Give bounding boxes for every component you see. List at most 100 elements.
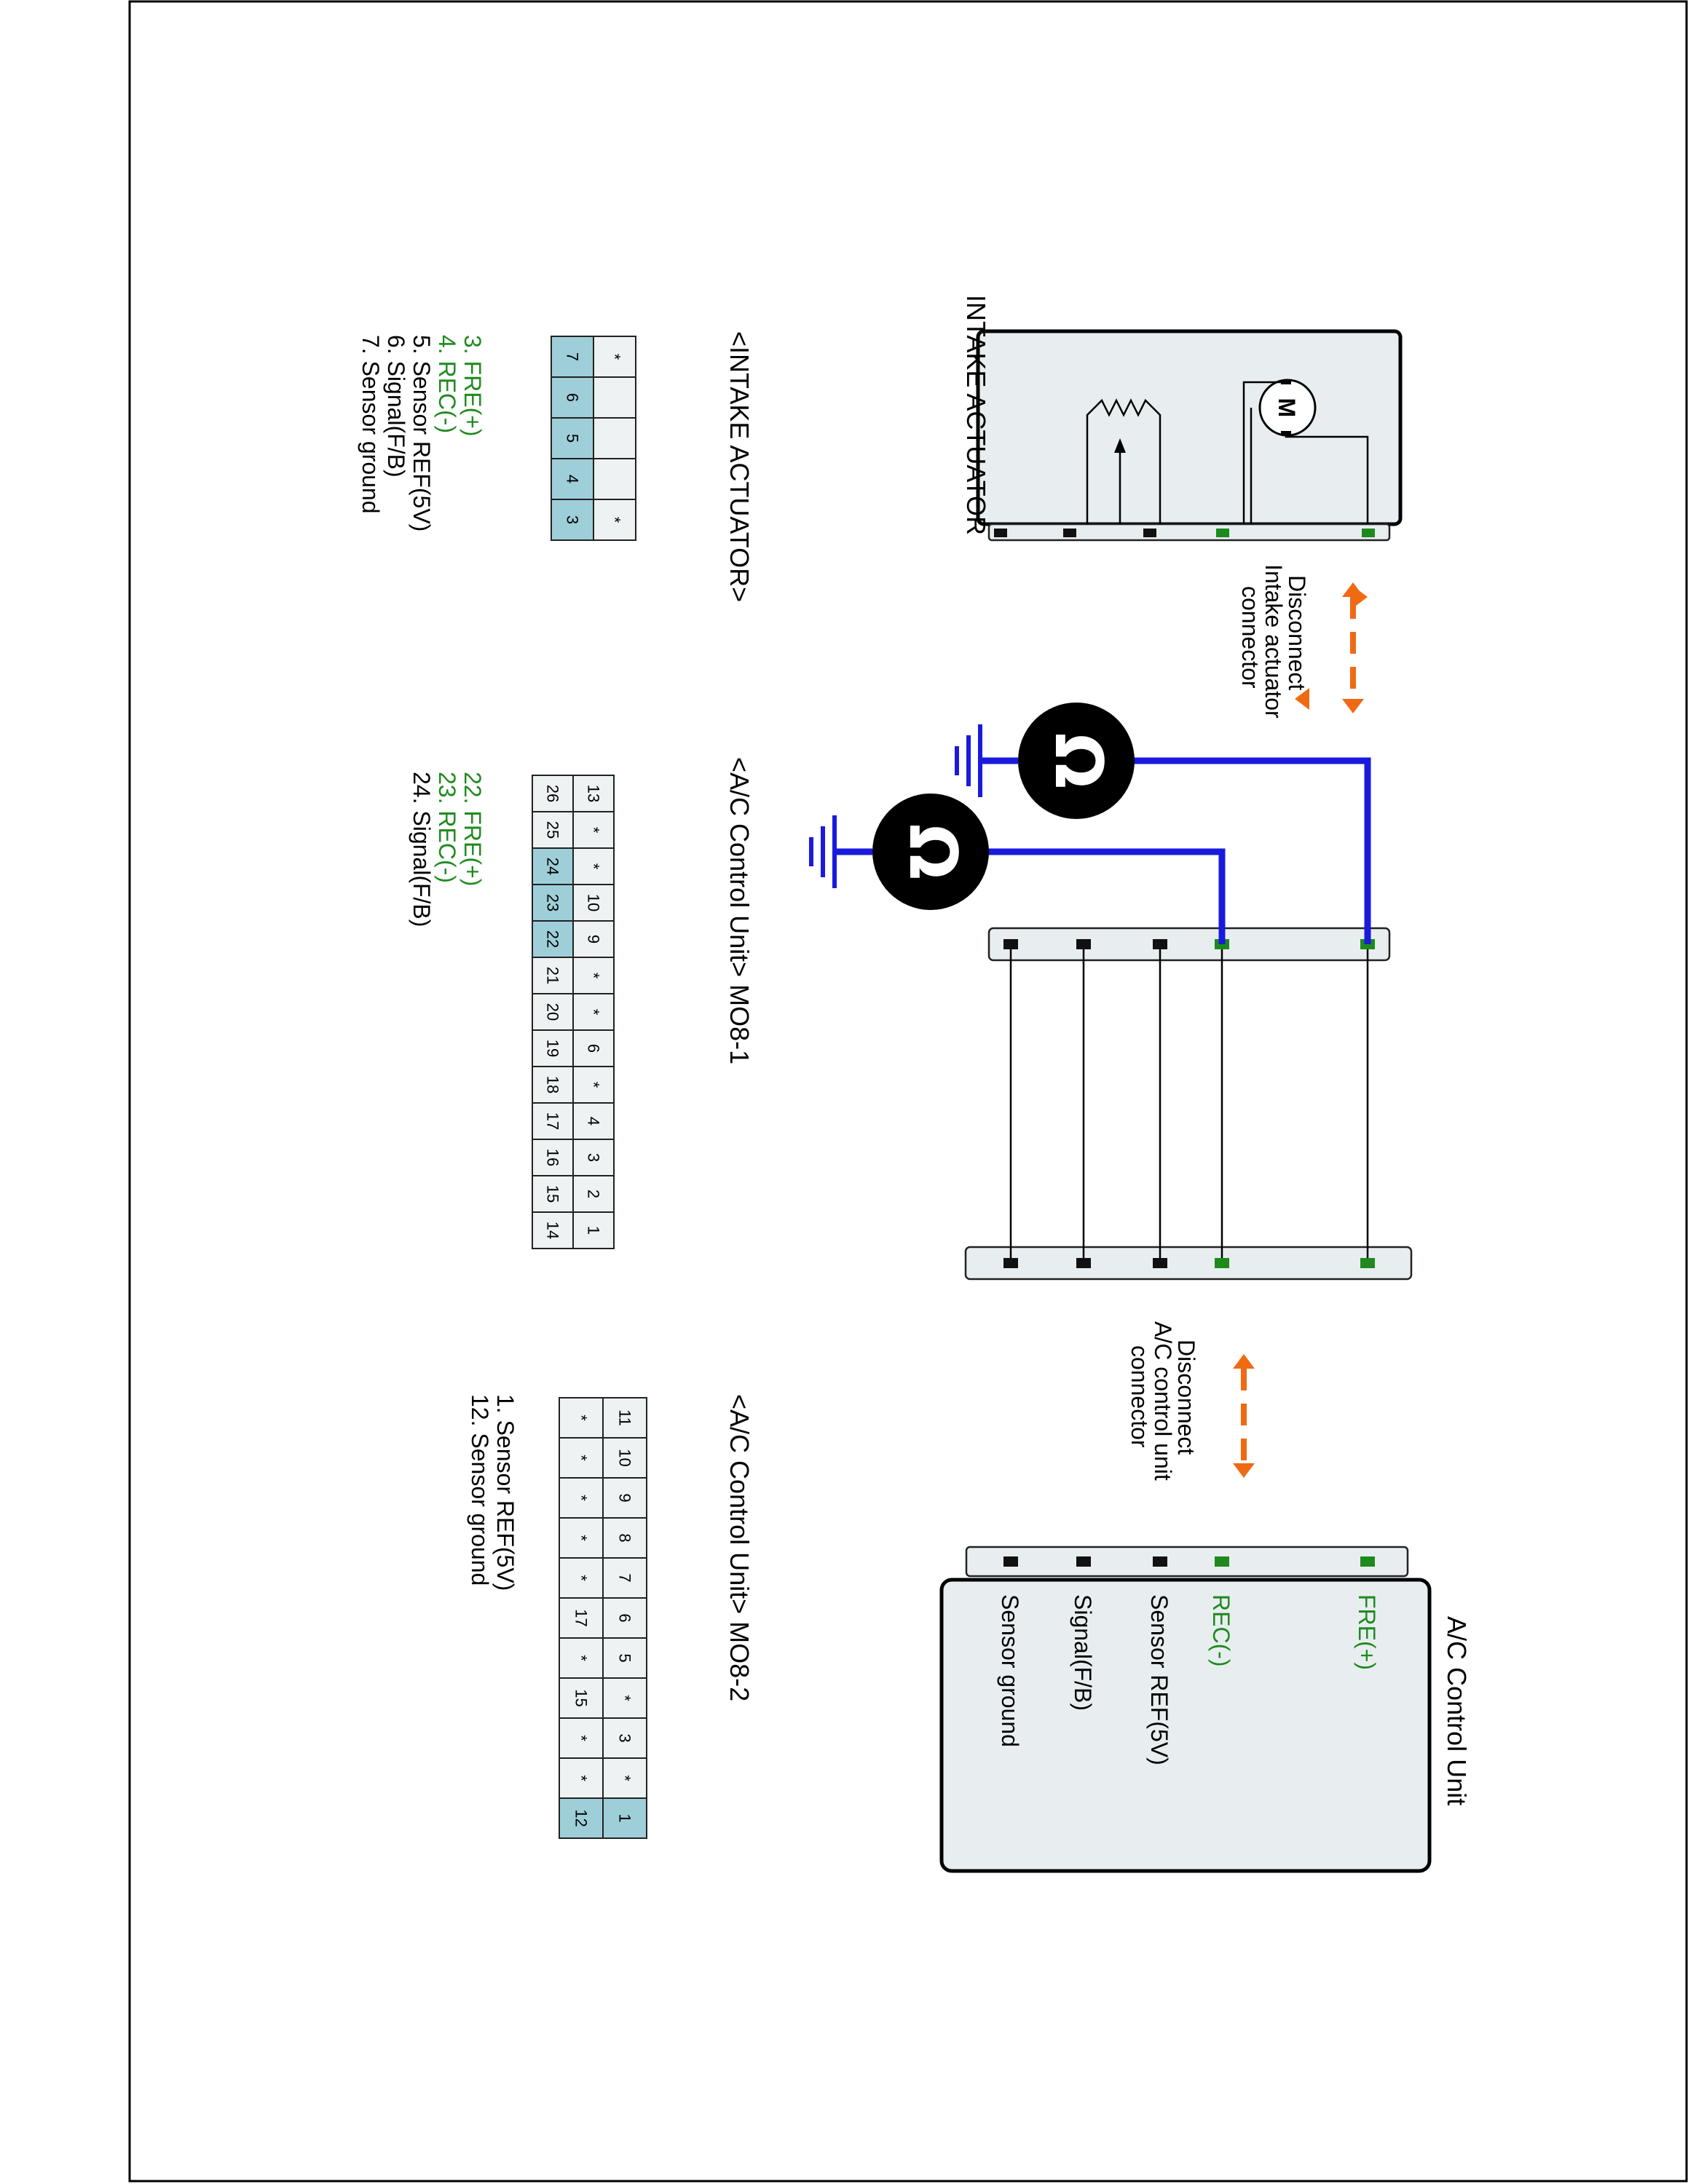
ohm-symbol-1: Ω <box>1040 733 1116 789</box>
ac-control-unit-box: A/C Control Unit <box>939 1546 1472 1873</box>
mo81-cell-label: 3 <box>585 1153 603 1162</box>
disconnect-ac-line3: connector <box>1127 1345 1153 1448</box>
mo81-cell-label: 13 <box>585 785 603 802</box>
ac-unit-pin-labels: FRE(+) REC(-) Sensor REF(5V) Signal(F/B)… <box>997 1594 1380 1765</box>
intake-legend-6: 6. Signal(F/B) <box>383 335 409 478</box>
intake-legend-7: 7. Sensor ground <box>358 335 384 514</box>
ac-control-unit-title: A/C Control Unit <box>1442 1616 1472 1805</box>
mo81-cell-label: 18 <box>544 1076 562 1093</box>
intake-actuator-title: INTAKE ACTUATOR <box>961 295 991 535</box>
mo82-cell-label: * <box>572 1535 591 1541</box>
mo8-1-title: <A/C Control Unit> MO8-1 <box>725 757 754 1064</box>
mo82-cell-label: 9 <box>616 1493 634 1502</box>
mo81-cell-label: 15 <box>544 1185 562 1203</box>
disconnect-ac-line1: Disconnect <box>1173 1340 1199 1455</box>
mo8-1-connector-face: <A/C Control Unit> MO8-1 13**109**6*4321… <box>409 757 754 1249</box>
intake-cell-label: 3 <box>564 515 582 524</box>
mo81-cell-label: 24 <box>544 858 562 875</box>
mo81-cell-label: * <box>585 1082 603 1088</box>
intake-cell <box>593 376 636 419</box>
ac-pin-label-ground: Sensor ground <box>997 1594 1023 1747</box>
mo8-2-legend-1: 1. Sensor REF(5V) <box>492 1394 518 1591</box>
mo82-cell-label: 3 <box>616 1733 634 1742</box>
mo82-cell-label: * <box>572 1775 591 1781</box>
wire-harness <box>964 927 1413 1281</box>
mo82-cell-label: * <box>572 1655 591 1661</box>
mo8-1-legend-22: 22. FRE(+) <box>460 772 486 886</box>
ohmmeter-1: Ω <box>955 703 1371 944</box>
mo82-cell <box>559 1797 604 1839</box>
ohmmeter-2: Ω <box>809 794 1226 944</box>
mo82-cell-label: 15 <box>572 1689 591 1706</box>
mo82-cell-label: 10 <box>616 1449 634 1466</box>
potentiometer-icon <box>1086 398 1162 524</box>
disconnect-ac-arrow <box>1233 1354 1255 1478</box>
intake-actuator-box: M INTAKE ACTUATOR <box>961 295 1403 542</box>
mo82-cell-label: 7 <box>616 1573 634 1582</box>
mo81-cell-label: * <box>585 827 603 834</box>
mo81-cell-label: 17 <box>544 1112 562 1130</box>
mo82-cell-label: * <box>616 1695 634 1701</box>
intake-legend-5: 5. Sensor REF(5V) <box>409 335 435 531</box>
mo81-cell-label: 10 <box>585 894 603 911</box>
mo81-cell-label: * <box>585 1009 603 1016</box>
intake-cell-label: 5 <box>564 434 582 443</box>
intake-cell-label: * <box>606 517 624 523</box>
ac-pin-label-ref: Sensor REF(5V) <box>1146 1594 1172 1765</box>
intake-cell <box>593 417 636 459</box>
mo8-2-legend-12: 12. Sensor ground <box>467 1394 493 1586</box>
mo82-cell-label: 12 <box>572 1809 591 1827</box>
mo8-1-legend-24: 24. Signal(F/B) <box>409 772 435 927</box>
intake-cell <box>593 458 636 500</box>
mo81-cell-label: 14 <box>544 1222 562 1239</box>
page-border <box>128 0 1688 2183</box>
intake-cell-label: * <box>606 354 624 360</box>
disconnect-intake-line2: Intake actuator <box>1261 564 1287 719</box>
mo8-2-title: <A/C Control Unit> MO8-2 <box>725 1394 754 1701</box>
intake-cell-label: 4 <box>564 475 582 483</box>
intake-cell-label: 7 <box>564 352 582 361</box>
ac-pin-label-fre: FRE(+) <box>1354 1594 1380 1670</box>
mo81-cell-label: * <box>585 863 603 870</box>
mo82-cell-label: 6 <box>616 1613 634 1622</box>
mo82-cell-label: 5 <box>616 1653 634 1662</box>
mo81-cell-label: 9 <box>585 935 603 943</box>
mo81-cell-label: 16 <box>544 1149 562 1166</box>
mo81-cell-label: 22 <box>544 930 562 948</box>
ac-pin-label-signal: Signal(F/B) <box>1070 1594 1096 1711</box>
mo81-cell-label: * <box>585 973 603 979</box>
mo81-cell-label: 20 <box>544 1003 562 1021</box>
mo81-cell-label: 25 <box>544 821 562 839</box>
disconnect-ac-line2: A/C control unit <box>1150 1321 1176 1481</box>
disconnect-intake-line1: Disconnect <box>1284 575 1310 690</box>
mo81-cell-label: 1 <box>585 1226 603 1235</box>
mo82-cell-label: 11 <box>616 1409 634 1426</box>
mo82-cell-label: * <box>572 1455 591 1461</box>
intake-connector-face: <INTAKE ACTUATOR> * * 7 6 5 4 3 3. FRE(+) 4. R… <box>358 331 754 602</box>
ohm-symbol-2: Ω <box>894 824 971 880</box>
mo82-cell-label: * <box>572 1735 591 1741</box>
intake-connector-legend: 3. FRE(+) 4. REC(-) 5. Sensor REF(5V) 6.… <box>358 335 486 531</box>
disconnect-intake-arrow <box>1295 582 1368 713</box>
mo81-cell-label: 19 <box>544 1040 562 1057</box>
mo8-2-connector-face: <A/C Control Unit> MO8-2 111098765*3*1**… <box>467 1394 754 1839</box>
intake-cell <box>551 499 594 541</box>
mo82-cell-label: 17 <box>572 1609 591 1626</box>
mo81-cell-label: 23 <box>544 894 562 911</box>
intake-legend-3: 3. FRE(+) <box>460 335 486 437</box>
mo82-cell-label: 1 <box>616 1813 634 1822</box>
mo82-cell-label: * <box>572 1495 591 1501</box>
ac-pin-label-rec: REC(-) <box>1208 1594 1234 1667</box>
intake-connector-title: <INTAKE ACTUATOR> <box>725 331 754 602</box>
motor-icon: M <box>1242 379 1369 524</box>
mo81-cell-label: 4 <box>585 1117 603 1125</box>
mo82-cell-label: * <box>572 1575 591 1581</box>
intake-cell-label: 6 <box>564 393 582 402</box>
mo82-cell-label: * <box>572 1415 591 1421</box>
disconnect-intake-line3: connector <box>1237 586 1263 689</box>
mo81-cell-label: 2 <box>585 1190 603 1198</box>
mo82-cell-label: * <box>616 1775 634 1781</box>
mo81-cell <box>532 1211 574 1249</box>
motor-label: M <box>1274 398 1300 418</box>
